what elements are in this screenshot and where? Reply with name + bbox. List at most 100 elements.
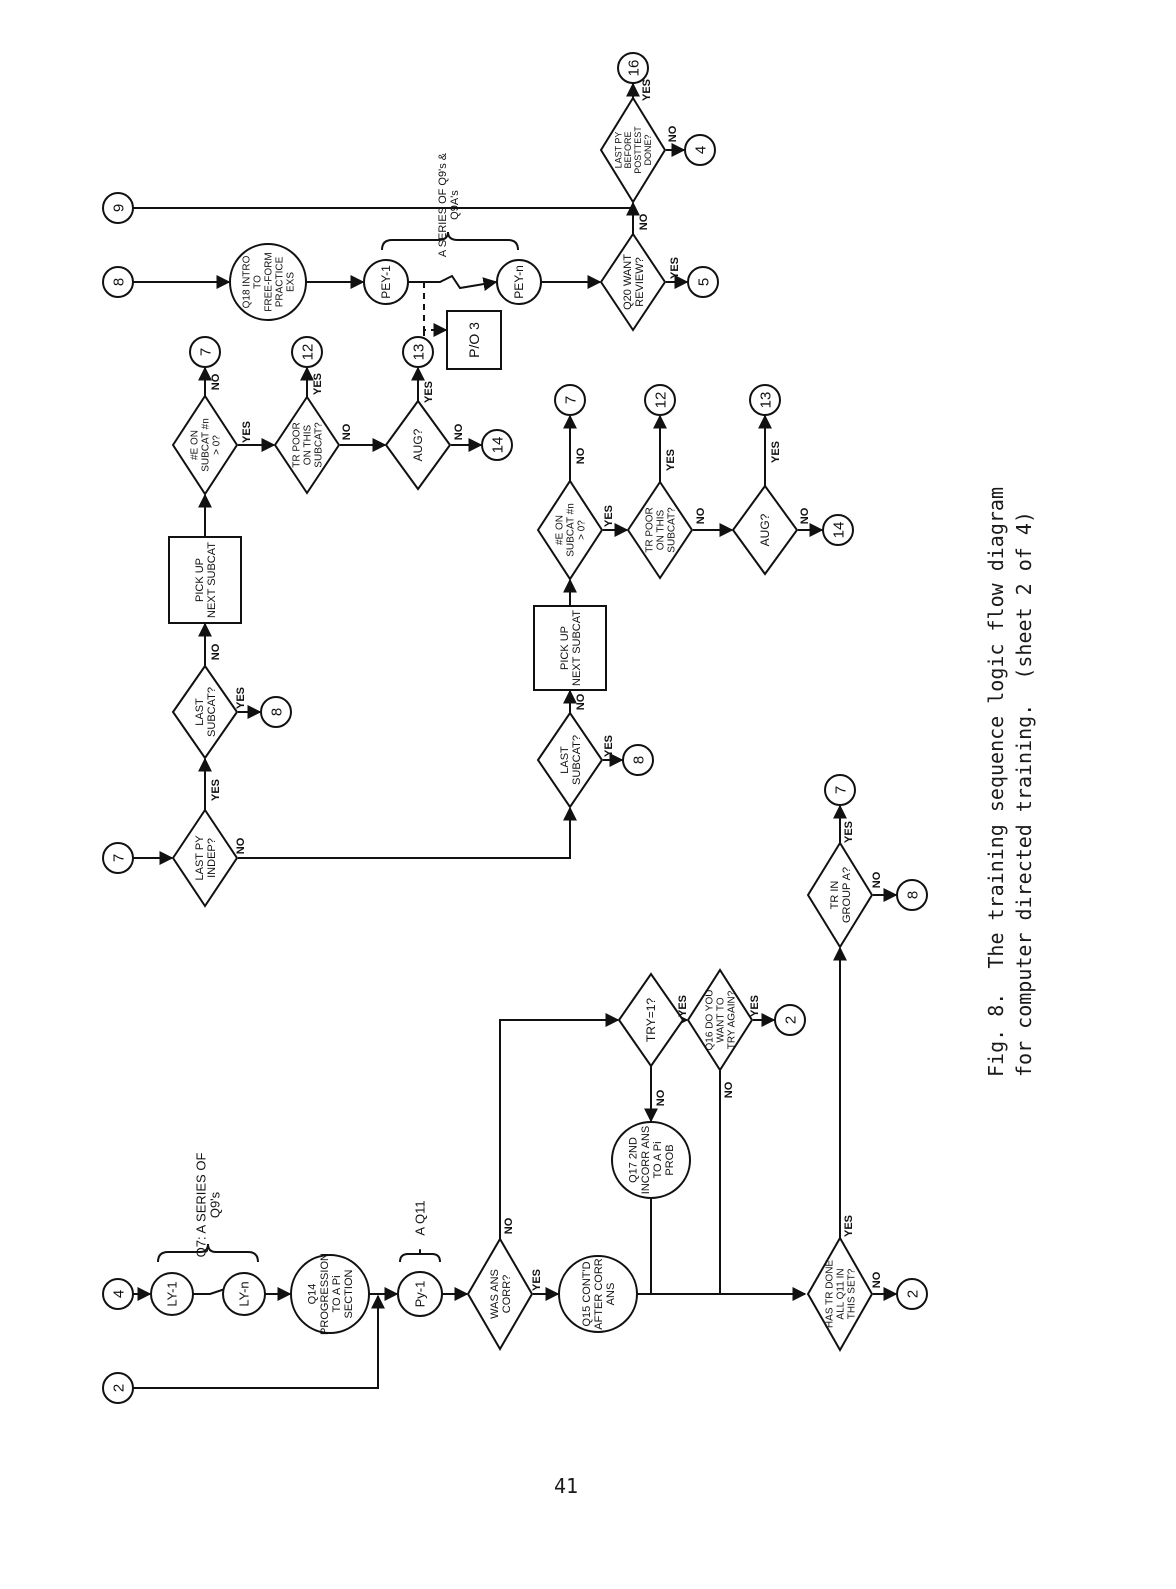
py1-label: Py-1 (413, 1281, 428, 1308)
q16-label: Q16 DO YOUWANT TOTRY AGAIN? (705, 990, 738, 1051)
edge-label-yes: YES (423, 381, 435, 403)
c9-in-connector: 9 (102, 192, 134, 224)
lyn-label: LY-n (237, 1281, 252, 1306)
q7-label-annotation: Q7: A SERIES OFQ9's (193, 1153, 222, 1258)
node-text: 14 (830, 522, 847, 539)
c4-out-label: 4 (692, 146, 709, 154)
node-text: Q16 DO YOUWANT TOTRY AGAIN? (705, 990, 738, 1051)
caption-line-1: Fig. 8. The training sequence logic flow… (984, 486, 1008, 1078)
flow-edge (238, 806, 577, 859)
node-text: Q15 CONT'DAFTER CORRANS (581, 1258, 617, 1330)
c13-top-connector: 13 (402, 336, 434, 368)
tr-poor-top-label: TR POORON THISSUBCAT? (292, 422, 325, 468)
node-text: 7 (110, 854, 127, 862)
edge-label-no: NO (655, 1089, 667, 1106)
node-text: PICK UPNEXT SUBCAT (559, 610, 583, 686)
aug-top-label: AUG? (411, 428, 425, 461)
c14-top-label: 14 (489, 437, 506, 454)
c12-bot-connector: 12 (644, 384, 676, 416)
flow-edge (499, 1013, 620, 1239)
flow-edge (408, 274, 498, 291)
node-text: 7 (562, 396, 579, 404)
node-text: TR INGROUP A? (829, 867, 853, 923)
ne-top-decision: #E ONSUBCAT #n> 0? (171, 394, 239, 496)
edge-label-yes: YES (665, 449, 677, 471)
ly1-step: LY-1 (150, 1272, 194, 1316)
node-text: Q18 INTROTOFREE-FORMPRACTICEEXS (242, 252, 297, 311)
edge-label-yes: YES (749, 995, 761, 1017)
q20-decision: Q20 WANTREVIEW? (599, 232, 667, 332)
q14-label: Q14PROGRESSIONTO A PiSECTION (307, 1253, 355, 1335)
c2-in-connector: 2 (102, 1372, 134, 1404)
has-tr-done-decision: HAS TR DONEALL Q11 INTHIS SET? (806, 1235, 874, 1353)
edge-label-yes: YES (669, 257, 681, 279)
q11-label-label: A Q11 (413, 1200, 428, 1235)
edge-label-no: NO (235, 837, 247, 854)
peyn-step: PEY-n (496, 259, 542, 305)
node-text: TR POORON THISSUBCAT? (645, 507, 678, 553)
node-text: 4 (692, 146, 709, 154)
node-text: 5 (695, 278, 712, 286)
last-subcat-top-label: LASTSUBCAT? (194, 687, 218, 737)
c7-in-label: 7 (110, 854, 127, 862)
node-text: Py-1 (413, 1281, 428, 1308)
node-text: 2 (782, 1016, 799, 1024)
edge-label-no: NO (695, 507, 707, 524)
edge-label-no: NO (799, 507, 811, 524)
pick-bot-process: PICK UPNEXT SUBCAT (533, 605, 607, 691)
series-brace (399, 1249, 441, 1263)
node-text: A Q11 (413, 1200, 428, 1235)
c7-top-connector: 7 (189, 336, 221, 368)
node-text: 2 (904, 1290, 921, 1298)
c14-top-connector: 14 (481, 429, 513, 461)
tr-poor-bot-label: TR POORON THISSUBCAT? (645, 507, 678, 553)
aug-top-decision: AUG? (384, 399, 452, 491)
c8-grp-label: 8 (904, 891, 921, 899)
c4-in-connector: 4 (102, 1278, 134, 1310)
q14-step: Q14PROGRESSIONTO A PiSECTION (290, 1253, 370, 1335)
flow-edge (133, 1294, 385, 1389)
edge-label-yes: YES (235, 687, 247, 709)
c2-hastr-connector: 2 (896, 1278, 928, 1310)
node-text: LASTSUBCAT? (194, 687, 218, 737)
node-text: 7 (832, 786, 849, 794)
c7-grp-label: 7 (832, 786, 849, 794)
node-text: 8 (268, 708, 285, 716)
edge-label-no: NO (871, 871, 883, 888)
node-text: 2 (110, 1384, 127, 1392)
q17-label: Q17 2NDINCORR ANSTO A PiPROB (628, 1126, 676, 1194)
pick-top-label: PICK UPNEXT SUBCAT (194, 542, 218, 618)
c13-top-label: 13 (410, 344, 427, 361)
po3-process: P/O 3 (446, 310, 502, 370)
last-py-post-decision: LAST PYBEFOREPOSTTESTDONE? (599, 96, 667, 204)
node-text: 8 (630, 756, 647, 764)
node-text: 14 (489, 437, 506, 454)
edge-label-no: NO (667, 125, 679, 142)
q18-step: Q18 INTROTOFREE-FORMPRACTICEEXS (229, 243, 307, 321)
last-subcat-top-decision: LASTSUBCAT? (171, 664, 239, 760)
has-tr-done-label: HAS TR DONEALL Q11 INTHIS SET? (825, 1260, 858, 1328)
node-text: Q17 2NDINCORR ANSTO A PiPROB (628, 1126, 676, 1194)
node-text: Q20 WANTREVIEW? (622, 254, 646, 310)
c8-top-label: 8 (268, 708, 285, 716)
node-text: PEY-n (512, 265, 526, 299)
node-text: 4 (110, 1290, 127, 1298)
c16-connector: 16 (617, 52, 649, 84)
node-text: LAST PYBEFOREPOSTTESTDONE? (613, 126, 653, 174)
c4-out-connector: 4 (684, 134, 716, 166)
c14-bot-connector: 14 (822, 514, 854, 546)
c13-bot-label: 13 (757, 392, 774, 409)
page-number: 41 (553, 1474, 579, 1498)
ne-top-label: #E ONSUBCAT #n> 0? (190, 418, 223, 472)
node-text: Q14PROGRESSIONTO A PiSECTION (307, 1253, 355, 1335)
c7-bot-connector: 7 (554, 384, 586, 416)
node-text: LAST PYINDEP? (194, 835, 218, 881)
c14-bot-label: 14 (830, 522, 847, 539)
node-text: WAS ANSCORR? (489, 1269, 513, 1319)
edge-label-yes: YES (603, 505, 615, 527)
c13-bot-connector: 13 (749, 384, 781, 416)
edge-label-yes: YES (241, 421, 253, 443)
q9-series-label-label: A SERIES OF Q9's &Q9A's (437, 152, 461, 257)
node-text: AUG? (411, 428, 425, 461)
